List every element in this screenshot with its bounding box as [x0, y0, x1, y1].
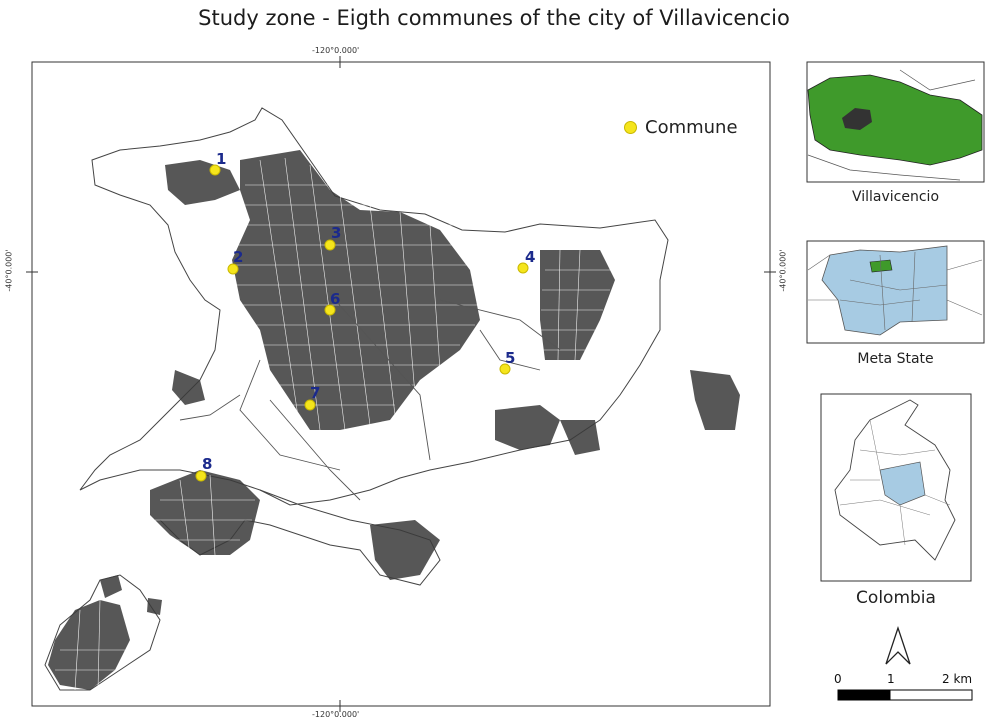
- urban-se2: [560, 420, 600, 455]
- outline-sw: [44, 574, 161, 691]
- commune-points: [195, 164, 529, 482]
- coord-top: -120°0.000': [312, 46, 360, 55]
- meta-state-area: [821, 245, 948, 336]
- scale-seg-white: [889, 689, 973, 701]
- scale-tick-2: 2 km: [942, 672, 973, 686]
- commune-point-4: [517, 262, 529, 274]
- urban-patch-2: [100, 575, 122, 598]
- roads: [179, 299, 561, 501]
- inset-colombia: [820, 393, 972, 582]
- inset-label-colombia: Colombia: [856, 588, 936, 608]
- commune-point-1: [209, 164, 221, 176]
- commune-label-3: 3: [331, 224, 341, 242]
- villavicencio-urban: [842, 108, 872, 130]
- scale-tick-0: 0: [834, 672, 842, 686]
- commune-point-6: [324, 304, 336, 316]
- commune-point-5: [499, 363, 511, 375]
- urban-south: [370, 520, 440, 580]
- urban-core: [232, 150, 480, 430]
- urban-se: [495, 405, 560, 450]
- inset-label-meta: Meta State: [857, 351, 934, 367]
- commune-label-5: 5: [505, 349, 515, 367]
- commune-point-7: [304, 399, 316, 411]
- legend-commune-marker: [624, 121, 637, 134]
- coord-bottom: -120°0.000': [312, 710, 360, 719]
- urban-north: [165, 160, 240, 205]
- scale-tick-1: 1: [887, 672, 895, 686]
- villavicencio-area: [807, 74, 983, 166]
- commune-labels: 1 2 3 4 5 6 7 8: [202, 150, 535, 473]
- commune-point-8: [195, 470, 207, 482]
- urban-far-sw: [48, 600, 130, 690]
- urban-patch-3: [147, 598, 162, 615]
- commune-label-4: 4: [525, 248, 535, 266]
- commune-label-2: 2: [233, 248, 243, 266]
- commune-label-7: 7: [310, 384, 320, 402]
- legend-commune-label: Commune: [645, 117, 738, 138]
- colombia-meta: [879, 461, 926, 506]
- inset-villavicencio: [806, 61, 985, 183]
- commune-label-1: 1: [216, 150, 226, 168]
- inset-meta-state: [806, 240, 985, 344]
- commune-label-6: 6: [330, 290, 340, 308]
- urban-sw: [150, 470, 260, 555]
- inset-label-villavicencio: Villavicencio: [851, 189, 940, 205]
- scale-seg-black: [837, 689, 891, 701]
- commune-point-2: [227, 263, 239, 275]
- map-title: Study zone - Eigth communes of the city …: [198, 6, 790, 30]
- legend: Commune: [624, 117, 738, 138]
- north-arrow-icon: [885, 625, 911, 665]
- scale-bar: [837, 689, 973, 701]
- urban-patch-1: [172, 370, 205, 405]
- commune-label-8: 8: [202, 455, 212, 473]
- study-area-outline: [79, 107, 669, 506]
- urban-far-east: [690, 370, 740, 430]
- commune-point-3: [324, 239, 336, 251]
- street-grid: [55, 157, 612, 691]
